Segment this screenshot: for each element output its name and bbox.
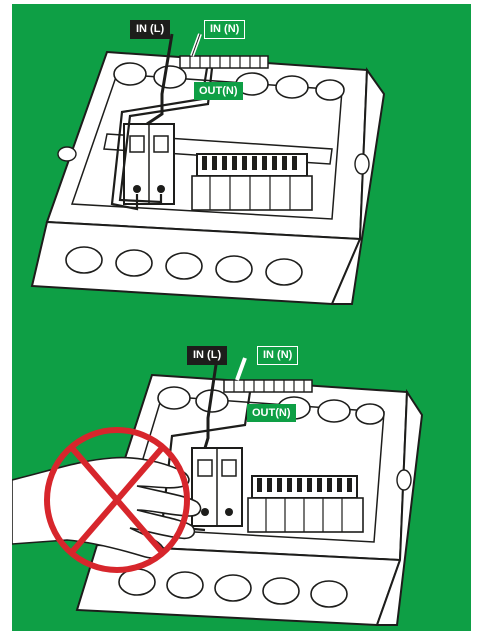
knockout (66, 247, 102, 273)
label-in-neutral: IN (N) (257, 346, 298, 365)
knockout (166, 253, 202, 279)
knockout (114, 63, 146, 85)
label-in-live: IN (L) (187, 346, 227, 365)
neutral-terminal-strip (180, 56, 268, 68)
knockout (216, 256, 252, 282)
knockout (316, 80, 344, 100)
knockout (266, 259, 302, 285)
label-out-neutral: OUT(N) (247, 404, 296, 422)
label-out-neutral: OUT(N) (194, 82, 243, 100)
knockout (154, 66, 186, 88)
knockout (276, 76, 308, 98)
panel-prohibited-live-work: IN (L) IN (N) OUT(N) (12, 330, 471, 630)
label-in-neutral: IN (N) (204, 20, 245, 39)
enclosure-drawing-2 (12, 330, 471, 630)
panel-correct-wiring: IN (L) IN (N) OUT(N) (12, 4, 471, 314)
enclosure-drawing-1 (12, 4, 471, 314)
knockout (116, 250, 152, 276)
label-in-live: IN (L) (130, 20, 170, 39)
